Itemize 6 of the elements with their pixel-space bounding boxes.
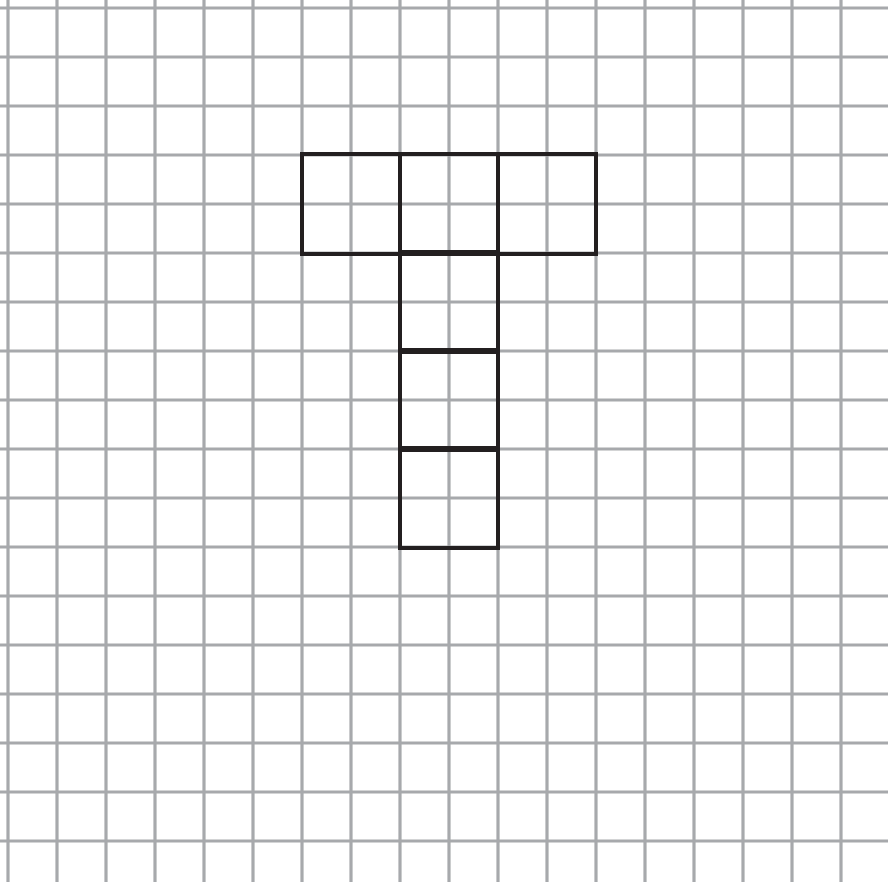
square bbox=[397, 250, 501, 354]
square bbox=[397, 446, 501, 550]
square bbox=[495, 152, 599, 256]
square bbox=[397, 348, 501, 452]
square bbox=[299, 152, 403, 256]
square bbox=[397, 152, 501, 256]
